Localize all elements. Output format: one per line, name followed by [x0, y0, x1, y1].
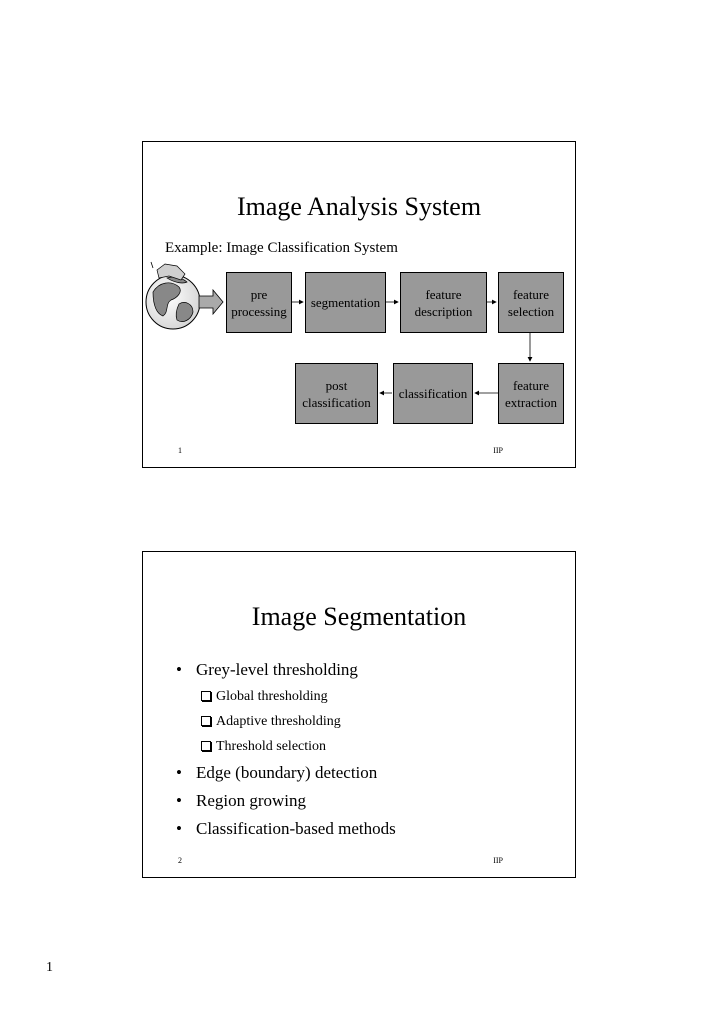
bullet-text: Grey-level thresholding [196, 660, 358, 679]
bullet-text: Region growing [196, 791, 307, 810]
box-label: classification [398, 386, 468, 401]
checkbox-bullet-icon [201, 691, 211, 701]
slide-title: Image Analysis System [236, 192, 482, 221]
box-classification: classification [393, 363, 473, 424]
bullet-text: Edge (boundary) detection [196, 763, 378, 782]
slide-footer-tag: IIP [493, 446, 503, 455]
slide-number: 2 [178, 856, 182, 865]
bullet-item: Grey-level thresholding [176, 656, 396, 684]
bullet-item: Edge (boundary) detection [176, 759, 396, 787]
bullet-item: Region growing [176, 787, 396, 815]
checkbox-bullet-icon [201, 716, 211, 726]
sub-bullet-item: Threshold selection [176, 734, 396, 759]
sub-bullet-text: Threshold selection [216, 739, 327, 754]
box-label: feature selection [507, 286, 555, 319]
box-segmentation: segmentation [305, 272, 386, 333]
box-label: post classification [302, 377, 371, 410]
checkbox-bullet-icon [201, 741, 211, 751]
box-feature-extraction: feature extraction [498, 363, 564, 424]
bullet-item: Classification-based methods [176, 815, 396, 843]
block-arrow-icon [198, 288, 224, 316]
page-number: 1 [46, 960, 53, 975]
slide-subtitle: Example: Image Classification System [165, 240, 398, 256]
slide-1: Image Analysis System Example: Image Cla… [142, 141, 576, 468]
globe-icon [145, 261, 201, 330]
box-label: pre processing [231, 286, 287, 319]
box-post-classification: post classification [295, 363, 378, 424]
box-label: feature extraction [505, 377, 557, 410]
sub-bullet-item: Adaptive thresholding [176, 709, 396, 734]
slide-2: Image Segmentation Grey-level thresholdi… [142, 551, 576, 878]
sub-bullet-text: Global thresholding [216, 689, 328, 704]
bullet-list: Grey-level thresholding Global threshold… [176, 656, 396, 843]
sub-bullet-text: Adaptive thresholding [216, 714, 341, 729]
slide-number: 1 [178, 446, 182, 455]
slide-footer-tag: IIP [493, 856, 503, 865]
box-preprocessing: pre processing [226, 272, 292, 333]
bullet-text: Classification-based methods [196, 819, 396, 838]
box-feature-description: feature description [400, 272, 487, 333]
box-label: segmentation [310, 295, 381, 310]
sub-bullet-item: Global thresholding [176, 684, 396, 709]
box-label: feature description [414, 286, 473, 319]
box-feature-selection: feature selection [498, 272, 564, 333]
slide-title: Image Segmentation [251, 602, 467, 631]
